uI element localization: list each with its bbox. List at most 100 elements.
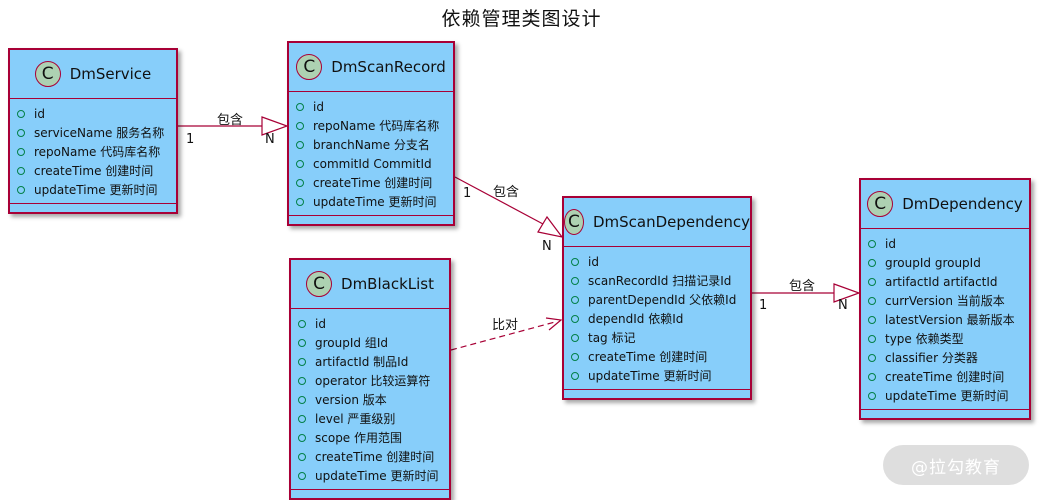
attribute-row: repoName 代码库名称 bbox=[10, 142, 176, 161]
class-dm-scan-record[interactable]: C DmScanRecord id repoName 代码库名称 branchN… bbox=[287, 41, 455, 226]
public-field-icon bbox=[571, 257, 579, 266]
attribute-list: id groupId groupId artifactId artifactId… bbox=[861, 229, 1029, 409]
public-field-icon bbox=[298, 433, 306, 442]
attribute-text: id bbox=[885, 236, 896, 251]
public-field-icon bbox=[296, 121, 304, 130]
relation-label-scandep-dep: 包含 bbox=[789, 279, 816, 294]
attribute-row: currVersion 当前版本 bbox=[861, 291, 1029, 310]
public-field-icon bbox=[296, 178, 304, 187]
public-field-icon bbox=[571, 295, 579, 304]
public-field-icon bbox=[868, 334, 876, 343]
attribute-text: version 版本 bbox=[315, 393, 387, 407]
class-dm-scan-dependency[interactable]: C DmScanDependency id scanRecordId 扫描记录I… bbox=[562, 196, 752, 400]
class-icon: C bbox=[34, 61, 61, 87]
multiplicity-scandep-2: 1 bbox=[759, 298, 768, 313]
attribute-row: id bbox=[564, 252, 750, 271]
class-dm-service[interactable]: C DmService id serviceName 服务名称 repoName… bbox=[8, 48, 178, 214]
attribute-text: scanRecordId 扫描记录Id bbox=[588, 274, 732, 288]
class-header: C DmService bbox=[10, 50, 176, 99]
attribute-row: scanRecordId 扫描记录Id bbox=[564, 271, 750, 290]
attribute-text: parentDependId 父依赖Id bbox=[588, 293, 737, 307]
attribute-text: id bbox=[315, 316, 326, 331]
attribute-row: createTime 创建时间 bbox=[564, 347, 750, 366]
multiplicity-scandep: N bbox=[542, 239, 552, 254]
public-field-icon bbox=[17, 185, 25, 194]
attribute-row: id bbox=[861, 234, 1029, 253]
class-icon: C bbox=[867, 191, 894, 217]
public-field-icon bbox=[296, 159, 304, 168]
attribute-row: updateTime 更新时间 bbox=[861, 386, 1029, 405]
attribute-text: id bbox=[34, 106, 45, 121]
attribute-row: version 版本 bbox=[291, 390, 449, 409]
attribute-text: createTime 创建时间 bbox=[885, 370, 1005, 384]
attribute-row: groupId 组Id bbox=[291, 333, 449, 352]
class-header: C DmDependency bbox=[861, 180, 1029, 229]
attribute-row: groupId groupId bbox=[861, 253, 1029, 272]
relation-service-record bbox=[178, 116, 289, 136]
attribute-row: createTime 创建时间 bbox=[291, 447, 449, 466]
public-field-icon bbox=[868, 296, 876, 305]
public-field-icon bbox=[868, 277, 876, 286]
public-field-icon bbox=[868, 391, 876, 400]
methods-section bbox=[564, 389, 750, 398]
public-field-icon bbox=[868, 258, 876, 267]
public-field-icon bbox=[17, 109, 25, 118]
attribute-text: id bbox=[313, 99, 324, 114]
attribute-text: branchName 分支名 bbox=[313, 138, 430, 152]
relation-label-service-record: 包含 bbox=[217, 113, 244, 128]
public-field-icon bbox=[298, 395, 306, 404]
attribute-text: updateTime 更新时间 bbox=[313, 195, 437, 209]
attribute-list: id repoName 代码库名称 branchName 分支名 commitI… bbox=[289, 92, 453, 215]
attribute-list: id scanRecordId 扫描记录Id parentDependId 父依… bbox=[564, 247, 750, 389]
attribute-text: classifier 分类器 bbox=[885, 351, 978, 365]
public-field-icon bbox=[571, 276, 579, 285]
class-dm-dependency[interactable]: C DmDependency id groupId groupId artifa… bbox=[859, 178, 1031, 420]
multiplicity-record: N bbox=[265, 132, 275, 147]
public-field-icon bbox=[17, 128, 25, 137]
attribute-text: dependId 依赖Id bbox=[588, 312, 684, 326]
public-field-icon bbox=[296, 197, 304, 206]
attribute-text: repoName 代码库名称 bbox=[34, 145, 161, 159]
public-field-icon bbox=[298, 376, 306, 385]
attribute-text: createTime 创建时间 bbox=[34, 164, 154, 178]
multiplicity-service: 1 bbox=[186, 132, 195, 147]
public-field-icon bbox=[571, 352, 579, 361]
attribute-text: createTime 创建时间 bbox=[588, 350, 708, 364]
public-field-icon bbox=[17, 147, 25, 156]
attribute-text: commitId CommitId bbox=[313, 156, 432, 171]
attribute-row: latestVersion 最新版本 bbox=[861, 310, 1029, 329]
attribute-row: classifier 分类器 bbox=[861, 348, 1029, 367]
class-header: C DmBlackList bbox=[291, 260, 449, 309]
attribute-row: commitId CommitId bbox=[289, 154, 453, 173]
methods-section bbox=[289, 215, 453, 224]
class-name: DmScanRecord bbox=[331, 58, 446, 76]
attribute-text: updateTime 更新时间 bbox=[34, 183, 158, 197]
attribute-row: id bbox=[10, 104, 176, 123]
attribute-text: latestVersion 最新版本 bbox=[885, 313, 1015, 327]
class-name: DmDependency bbox=[902, 195, 1023, 213]
attribute-text: id bbox=[588, 254, 599, 269]
attribute-row: updateTime 更新时间 bbox=[291, 466, 449, 485]
methods-section bbox=[10, 203, 176, 212]
attribute-text: artifactId artifactId bbox=[885, 274, 998, 289]
attribute-row: branchName 分支名 bbox=[289, 135, 453, 154]
class-icon: C bbox=[296, 54, 323, 80]
attribute-row: updateTime 更新时间 bbox=[564, 366, 750, 385]
class-header: C DmScanRecord bbox=[289, 43, 453, 92]
attribute-text: updateTime 更新时间 bbox=[885, 389, 1009, 403]
relation-blacklist-scandep bbox=[450, 317, 563, 351]
attribute-text: type 依赖类型 bbox=[885, 332, 964, 346]
attribute-row: createTime 创建时间 bbox=[10, 161, 176, 180]
class-icon: C bbox=[306, 271, 333, 297]
attribute-text: operator 比较运算符 bbox=[315, 374, 431, 388]
attribute-row: updateTime 更新时间 bbox=[10, 180, 176, 199]
attribute-text: artifactId 制品Id bbox=[315, 355, 409, 369]
attribute-row: serviceName 服务名称 bbox=[10, 123, 176, 142]
attribute-row: level 严重级别 bbox=[291, 409, 449, 428]
attribute-text: groupId groupId bbox=[885, 255, 981, 270]
attribute-text: updateTime 更新时间 bbox=[315, 469, 439, 483]
attribute-row: tag 标记 bbox=[564, 328, 750, 347]
attribute-text: updateTime 更新时间 bbox=[588, 369, 712, 383]
class-dm-black-list[interactable]: C DmBlackList id groupId 组Id artifactId … bbox=[289, 258, 451, 500]
